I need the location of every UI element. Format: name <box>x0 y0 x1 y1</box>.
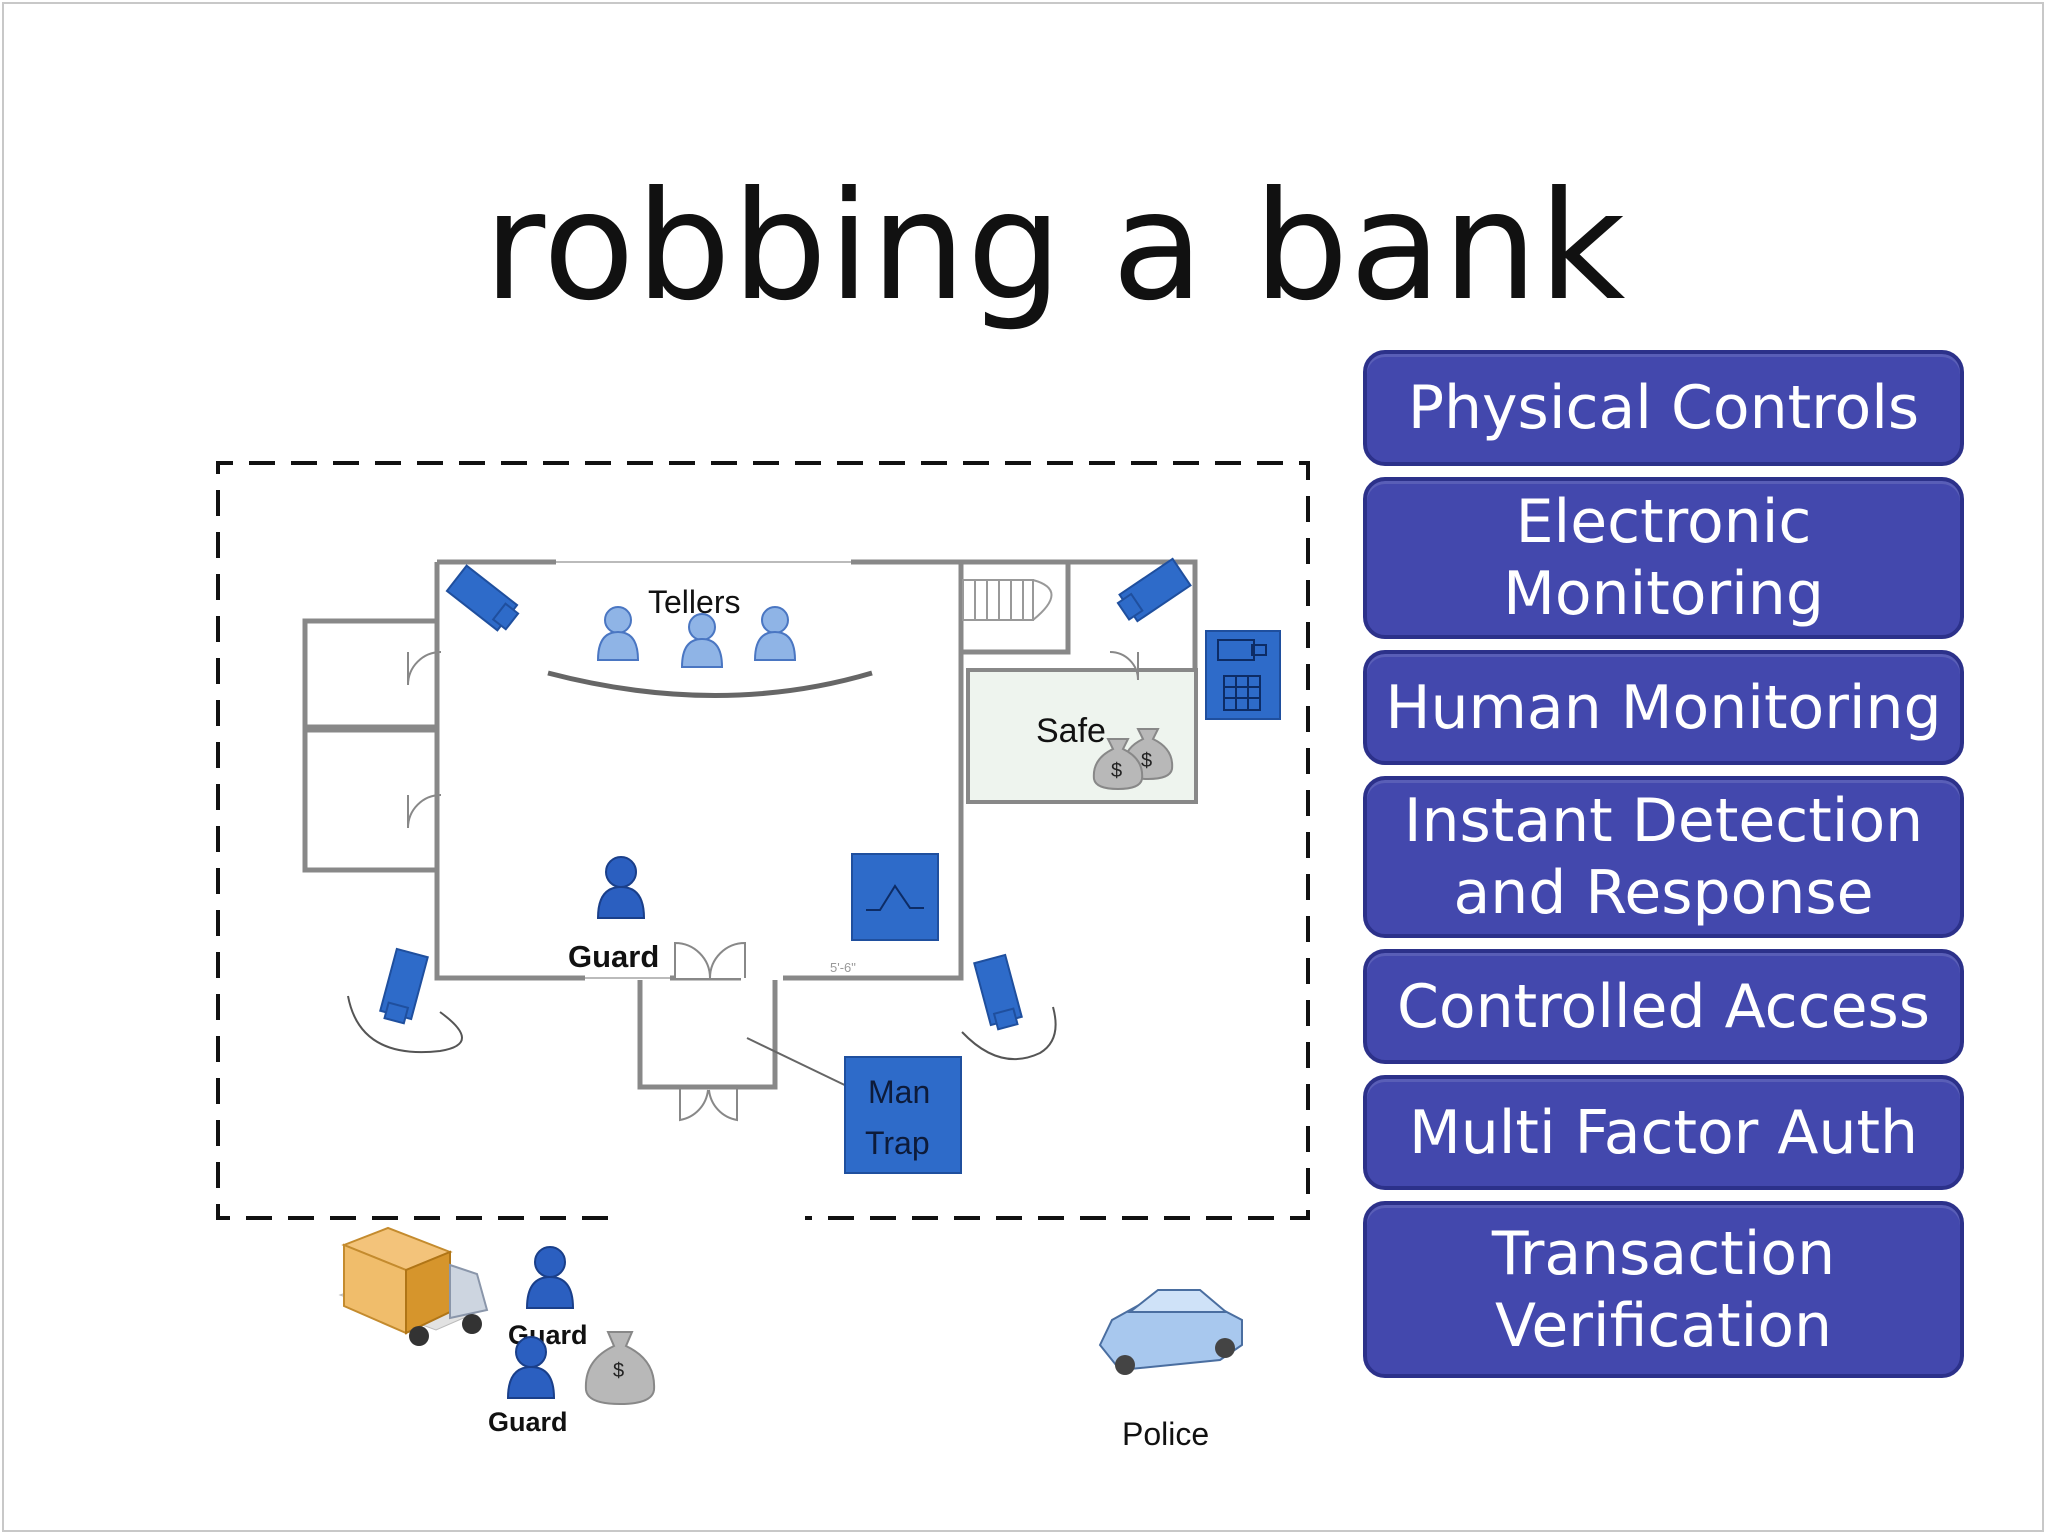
guard-person-icon <box>596 856 646 919</box>
teller-person-icon <box>680 613 724 668</box>
security-camera-icon <box>1116 557 1192 623</box>
man-trap-label-line1: Man <box>868 1074 930 1110</box>
motion-sensor-icon <box>851 853 939 941</box>
keypad-icon <box>1205 630 1281 720</box>
camera-sweep-arc <box>347 995 463 1053</box>
bank-floorplan: 5'-6" Tellers Safe $ $ <box>216 461 1310 1452</box>
camera-sweep-arc <box>961 1006 1057 1061</box>
control-instant-detection: Instant Detection and Response <box>1363 776 1964 938</box>
money-symbol: $ <box>1141 750 1152 772</box>
outside-guard-label: Guard <box>488 1407 568 1437</box>
safe-label: Safe <box>1036 712 1106 750</box>
control-electronic-monitoring: Electronic Monitoring <box>1363 477 1964 639</box>
wall-openings <box>556 561 851 979</box>
tellers-label: Tellers <box>648 584 740 620</box>
security-camera-icon <box>379 947 429 1025</box>
man-trap-label-line2: Trap <box>865 1125 930 1161</box>
teller-counter <box>547 670 873 698</box>
money-bag-icon: $ <box>584 1331 656 1406</box>
man-trap-box <box>844 1056 962 1174</box>
building-walls <box>302 559 1198 981</box>
guard-person-icon <box>525 1246 575 1309</box>
money-bag-icon: $ <box>1092 738 1144 791</box>
guard-person-icon <box>506 1336 556 1399</box>
stairs <box>962 579 1053 621</box>
armored-truck-icon <box>338 1226 489 1346</box>
dimension-label: 5'-6" <box>830 960 856 975</box>
teller-person-icon <box>753 606 797 661</box>
controls-list: Physical Controls Electronic Monitoring … <box>1363 350 1964 1389</box>
guard-label: Guard <box>568 939 659 974</box>
perimeter-fence <box>216 461 1310 1220</box>
police-label: Police <box>1122 1416 1209 1452</box>
security-camera-icon <box>973 953 1023 1031</box>
security-camera-icon <box>445 564 520 632</box>
doors <box>407 651 1139 979</box>
money-symbol: $ <box>1111 760 1122 782</box>
control-human-monitoring: Human Monitoring <box>1363 650 1964 765</box>
control-controlled-access: Controlled Access <box>1363 949 1964 1064</box>
teller-person-icon <box>596 606 640 661</box>
money-symbol: $ <box>613 1360 624 1382</box>
control-multi-factor-auth: Multi Factor Auth <box>1363 1075 1964 1190</box>
control-transaction-verification: Transaction Verification <box>1363 1201 1964 1378</box>
man-trap-vestibule <box>637 980 856 1122</box>
police-car-icon <box>1098 1289 1243 1375</box>
page-title: robbing a bank <box>483 160 1627 334</box>
control-physical-controls: Physical Controls <box>1363 350 1964 466</box>
